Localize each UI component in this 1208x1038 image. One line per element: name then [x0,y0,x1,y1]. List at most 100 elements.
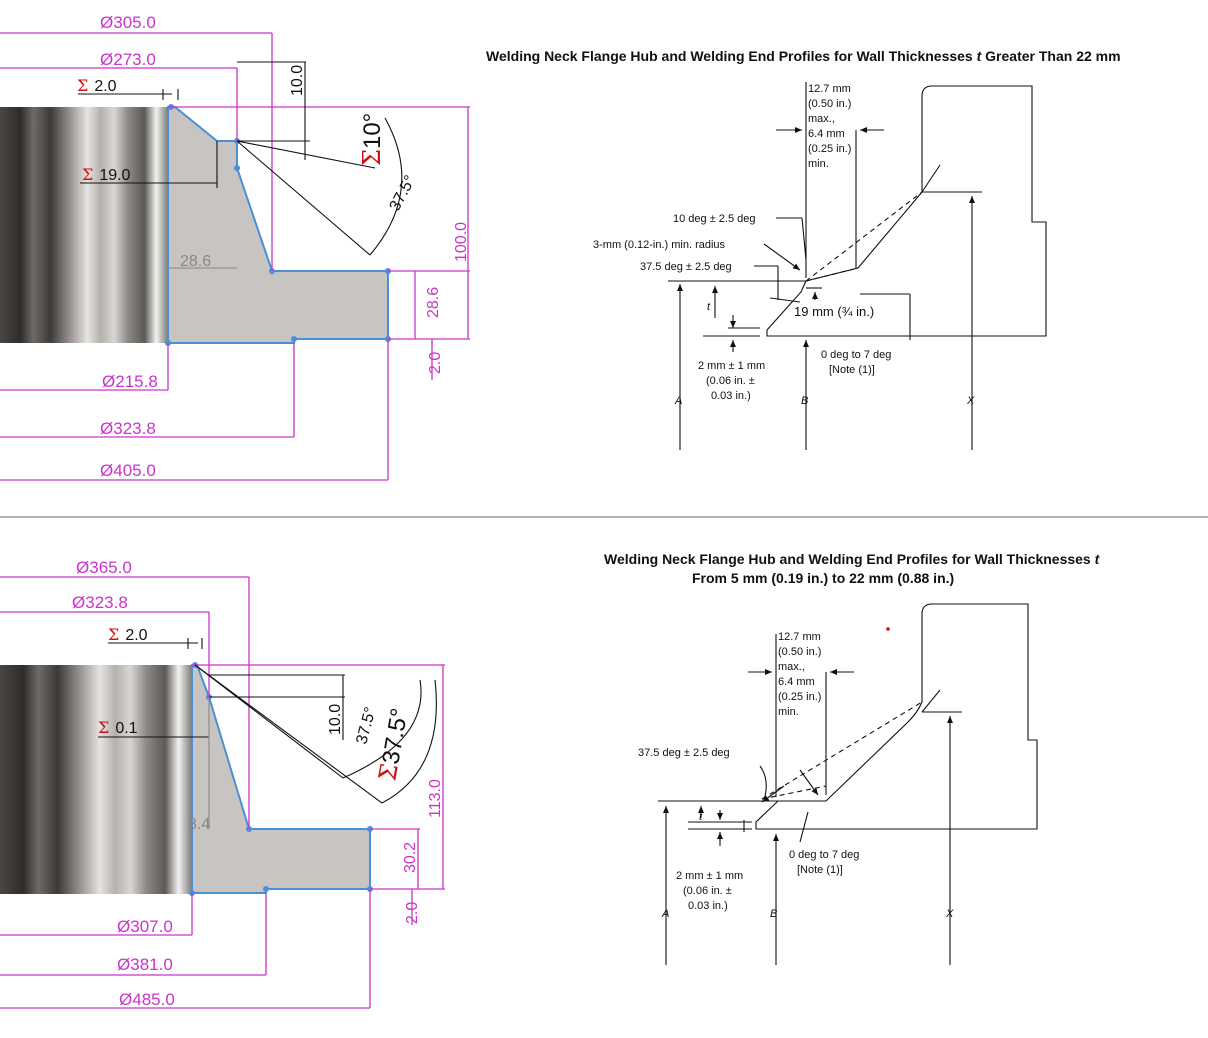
svg-text:0 deg to 7 deg: 0 deg to 7 deg [789,849,859,861]
bottom-dim-2: 2.0 [404,902,421,924]
svg-text:Ø381.0: Ø381.0 [117,955,173,974]
diameter-icon: Ø [102,372,115,391]
bottom-dim-8-4-gray: 8.4 [188,816,210,833]
svg-text:X: X [966,395,975,407]
svg-text:Σ2.0: Σ 2.0 [77,76,117,95]
top-dim-305: 305.0 [113,13,156,32]
svg-text:Ø215.8: Ø215.8 [102,372,158,391]
bottom-dim-485: 485.0 [132,990,175,1009]
top-angle-sigma-10: 10° [359,113,386,149]
sigma-icon: Σ [82,165,93,184]
svg-text:(0.06 in. ±: (0.06 in. ± [706,375,755,387]
svg-text:Σ19.0: Σ 19.0 [82,165,131,184]
svg-text:6.4 mm: 6.4 mm [778,676,815,688]
top-ref-title: Welding Neck Flange Hub and Welding End … [486,48,973,64]
diameter-icon: Ø [117,955,130,974]
diameter-icon: Ø [100,13,113,32]
top-ref-label-10deg: 10 deg ± 2.5 deg [673,213,756,225]
svg-text:t: t [699,811,703,823]
svg-text:Ø485.0: Ø485.0 [119,990,175,1009]
bottom-dim-113: 113.0 [427,779,444,818]
bottom-dim-323: 323.8 [85,593,128,612]
svg-text:Ø405.0: Ø405.0 [100,461,156,480]
sigma-icon: Σ [77,76,88,95]
svg-text:A: A [661,908,669,920]
svg-text:Ø273.0: Ø273.0 [100,50,156,69]
diameter-icon: Ø [100,50,113,69]
top-angle-37-5: 37.5° [387,173,420,214]
top-dim-10: 10.0 [289,65,306,96]
bottom-dim-sigma-01: 0.1 [115,720,137,737]
svg-text:2 mm ± 1 mm: 2 mm ± 1 mm [698,360,765,372]
diameter-icon: Ø [100,419,113,438]
diameter-icon: Ø [100,461,113,480]
svg-text:(0.25 in.): (0.25 in.) [778,691,821,703]
top-dim-100: 100.0 [453,222,470,262]
top-ref-label-375deg: 37.5 deg ± 2.5 deg [640,261,732,273]
svg-text:Ø307.0: Ø307.0 [117,917,173,936]
top-dim-sigma-2: 2.0 [94,78,116,95]
svg-text:A: A [674,395,682,407]
bottom-dim-381: 381.0 [130,955,173,974]
svg-text:Ø305.0: Ø305.0 [100,13,156,32]
svg-text:(0.06 in. ±: (0.06 in. ± [683,885,732,897]
svg-text:6.4 mm: 6.4 mm [808,128,845,140]
diameter-icon: Ø [117,917,130,936]
svg-text:Ø323.8: Ø323.8 [72,593,128,612]
svg-text:(0.25 in.): (0.25 in.) [808,143,851,155]
svg-text:min.: min. [808,158,829,170]
top-ref-label-19mm: 19 mm (¾ in.) [794,304,874,319]
svg-text:Σ10°: Σ10° [358,113,386,166]
diameter-icon: Ø [72,593,85,612]
svg-text:max.,: max., [808,113,835,125]
diameter-icon: Ø [76,558,89,577]
bottom-dim-365: 365.0 [89,558,132,577]
bottom-flange-section [192,665,370,893]
top-cad-drawing [0,32,470,481]
diameter-icon: Ø [119,990,132,1009]
svg-text:[Note (1)]: [Note (1)] [797,864,843,876]
top-dim-273: 273.0 [113,50,156,69]
svg-text:2 mm ± 1 mm: 2 mm ± 1 mm [676,870,743,882]
bottom-ref-title-line1: Welding Neck Flange Hub and Welding End … [604,551,1091,567]
svg-text:B: B [770,908,777,920]
svg-text:Ø365.0: Ø365.0 [76,558,132,577]
top-dim-405: 405.0 [113,461,156,480]
svg-text:0 deg to 7 deg: 0 deg to 7 deg [821,349,891,361]
bottom-dim-sigma-2: 2.0 [125,627,147,644]
bottom-angle-37-5-small: 37.5° [353,705,379,746]
svg-text:Σ0.1: Σ 0.1 [98,718,138,737]
top-dim-215: 215.8 [115,372,158,391]
svg-text:Ø323.8: Ø323.8 [100,419,156,438]
svg-text:X: X [945,908,954,920]
svg-text:max.,: max., [778,661,805,673]
top-dim-323: 323.8 [113,419,156,438]
sigma-icon: Σ [108,625,119,644]
svg-text:Σ37.5°: Σ37.5° [373,706,413,783]
svg-text:12.7 mm: 12.7 mm [808,83,851,95]
top-dim-sigma-19: 19.0 [99,167,130,184]
svg-text:t: t [707,301,711,313]
svg-text:(0.50 in.): (0.50 in.) [778,646,821,658]
top-reference-drawing: Welding Neck Flange Hub and Welding End … [486,48,1121,450]
bottom-dim-30-2: 30.2 [402,842,419,873]
bottom-dim-10: 10.0 [327,704,344,735]
top-dim-2: 2.0 [427,352,444,374]
top-dim-28-6: 28.6 [425,287,442,318]
top-ref-label-radius: 3-mm (0.12-in.) min. radius [593,239,726,251]
svg-text:Σ2.0: Σ 2.0 [108,625,148,644]
top-pipe-render [0,107,168,343]
top-dim-28-6-gray: 28.6 [180,253,211,270]
top-flange-section [168,107,388,343]
svg-text:B: B [801,395,808,407]
svg-text:12.7 mm: 12.7 mm [778,631,821,643]
svg-text:Welding Neck Flange Hub and We: Welding Neck Flange Hub and Welding End … [604,551,1101,567]
svg-text:0.03 in.): 0.03 in.) [711,390,751,402]
svg-text:[Note (1)]: [Note (1)] [829,364,875,376]
sigma-icon: Σ [98,718,109,737]
sigma-icon: Σ [358,149,386,166]
svg-text:(0.50 in.): (0.50 in.) [808,98,851,110]
